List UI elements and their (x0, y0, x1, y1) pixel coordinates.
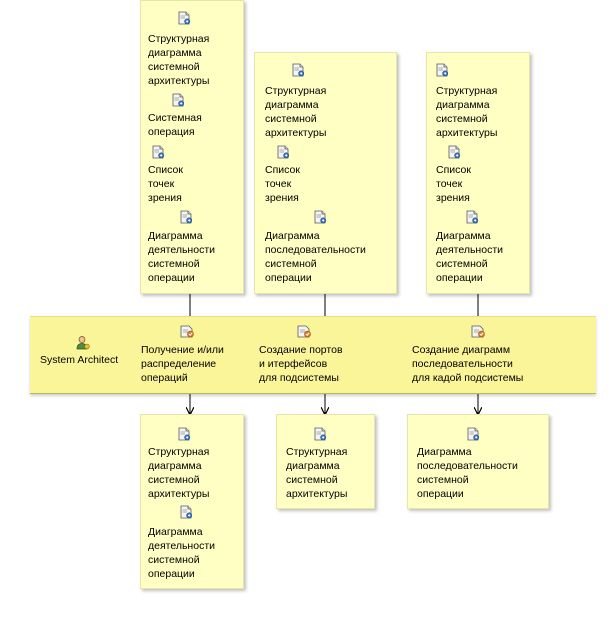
input-artifact[interactable] (276, 145, 290, 159)
input-artifacts-group-3: Структурная диаграмма системной архитект… (426, 52, 530, 294)
task-icon (296, 324, 312, 338)
artifact-icon (435, 63, 449, 77)
artifact-label: Структурная диаграмма системной архитект… (148, 33, 210, 87)
input-artifact[interactable] (435, 63, 449, 77)
task-create-sequence-diagrams[interactable]: Создание диаграмм последовательности для… (412, 324, 523, 385)
task-create-ports-interfaces[interactable]: Создание портов и итерфейсов для подсист… (259, 324, 343, 385)
artifact-icon (276, 145, 290, 159)
artifact-icon (465, 210, 479, 224)
input-artifacts-group-1: Структурная диаграмма системной архитект… (140, 0, 244, 294)
output-artifacts-group-3: Диаграмма последовательности системной о… (407, 414, 549, 509)
task-icon (470, 324, 486, 338)
artifact-icon (171, 93, 185, 107)
artifact-label: Список точек зрения (148, 164, 183, 204)
role-name: System Architect (40, 354, 119, 366)
artifact-label: Диаграмма деятельности системной операци… (148, 230, 215, 284)
task-label: Получение и/или распределение операций (141, 344, 224, 384)
task-label: Создание диаграмм последовательности для… (412, 344, 524, 384)
role-lane: System Architect Получение и/или распред… (30, 316, 596, 394)
artifact-icon (466, 427, 480, 441)
artifact-icon (177, 427, 191, 441)
input-artifact[interactable] (447, 145, 461, 159)
artifact-label: Структурная диаграмма системной архитект… (286, 446, 348, 500)
artifact-label: Структурная диаграмма системной архитект… (436, 85, 498, 139)
output-artifact[interactable] (313, 427, 327, 441)
artifact-icon (447, 145, 461, 159)
artifact-label: Системная операция (148, 112, 202, 138)
task-icon (179, 324, 195, 338)
artifact-label: Диаграмма последовательности системной о… (265, 230, 366, 284)
input-artifact[interactable] (291, 63, 305, 77)
artifact-label: Диаграмма последовательности системной о… (417, 446, 518, 500)
task-allocate-operations[interactable]: Получение и/или распределение операций (141, 324, 224, 385)
artifact-label: Структурная диаграмма системной архитект… (265, 85, 327, 139)
artifact-icon (179, 210, 193, 224)
input-artifact[interactable] (313, 210, 327, 224)
task-label: Создание портов и итерфейсов для подсист… (259, 344, 343, 384)
artifact-icon (177, 11, 191, 25)
artifact-label: Структурная диаграмма системной архитект… (148, 446, 210, 500)
artifact-label: Диаграмма деятельности системной операци… (436, 230, 503, 284)
output-artifact[interactable] (466, 427, 480, 441)
artifact-label: Список точек зрения (436, 164, 471, 204)
artifact-icon (313, 427, 327, 441)
output-artifacts-group-2: Структурная диаграмма системной архитект… (276, 414, 375, 509)
role-icon (76, 336, 90, 350)
artifact-label: Список точек зрения (265, 164, 300, 204)
input-artifact[interactable] (171, 93, 185, 107)
artifact-icon (151, 145, 165, 159)
output-artifact[interactable] (179, 505, 193, 519)
artifact-icon (179, 505, 193, 519)
input-artifact[interactable] (177, 11, 191, 25)
artifact-icon (291, 63, 305, 77)
output-artifacts-group-1: Структурная диаграмма системной архитект… (140, 414, 244, 589)
input-artifacts-group-2: Структурная диаграмма системной архитект… (254, 52, 397, 294)
artifact-label: Диаграмма деятельности системной операци… (148, 526, 215, 580)
input-artifact[interactable] (465, 210, 479, 224)
input-artifact[interactable] (179, 210, 193, 224)
output-artifact[interactable] (177, 427, 191, 441)
artifact-icon (313, 210, 327, 224)
input-artifact[interactable] (151, 145, 165, 159)
